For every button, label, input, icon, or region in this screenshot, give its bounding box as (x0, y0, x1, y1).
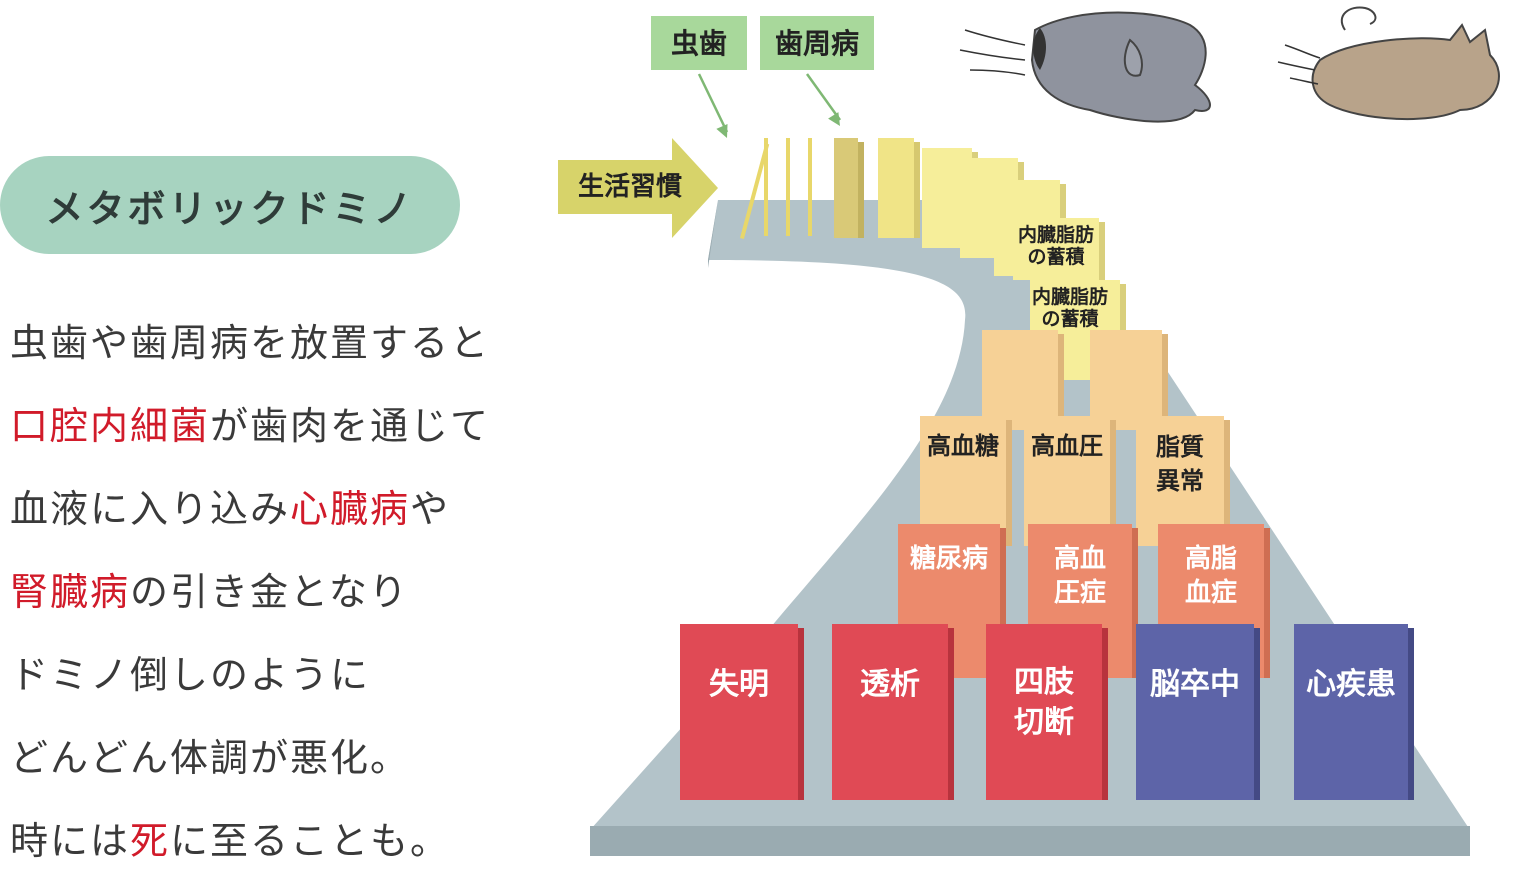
problem-label: 歯周病 (775, 27, 859, 60)
paragraph-text: に至ることも。 (170, 819, 451, 863)
falling-domino (740, 143, 770, 240)
final-domino (832, 624, 954, 800)
lifestyle-domino-side (1224, 420, 1230, 546)
domino-tile-face (1090, 330, 1162, 430)
problem-label-box: 歯周病 (760, 16, 874, 126)
visceral-fat-domino-side (1099, 222, 1105, 280)
final-domino-side (948, 628, 954, 800)
path-base (590, 826, 1470, 856)
paragraph-text: や (410, 487, 451, 531)
problem-label-bg (760, 16, 874, 70)
final-domino (680, 624, 804, 800)
visceral-fat-domino (1013, 218, 1105, 280)
path-top-edge (708, 200, 718, 268)
disease-label: 高脂血症 (1185, 543, 1237, 608)
title-pill-text: メタボリックドミノ (45, 186, 415, 231)
domino-tile-side (858, 142, 864, 238)
problem-label-bg (651, 16, 747, 70)
explanation-paragraph: 虫歯や歯周病を放置すると口腔内細菌が歯肉を通じて血液に入り込み心臓病や腎臓病の引… (10, 302, 570, 883)
metabolic-domino-diagram: 内臓脂肪の蓄積内臓脂肪の蓄積高血糖高血圧脂質異常糖尿病高血圧症高脂血症失明透析四… (558, 6, 1500, 856)
running-cat-illustration (1277, 6, 1500, 121)
final-domino-face (1294, 624, 1408, 800)
start-arrow-shape (558, 138, 718, 238)
problem-label: 虫歯 (671, 27, 727, 60)
lifestyle-domino-side (1110, 420, 1116, 546)
domino-tile (878, 138, 920, 238)
paragraph-line: 虫歯や歯周病を放置すると (10, 302, 570, 385)
paragraph-line: 時には死に至ることも。 (10, 800, 570, 883)
disease-domino-side (1000, 528, 1006, 678)
paragraph-line: 血液に入り込み心臓病や (10, 468, 570, 551)
falling-domino (808, 138, 812, 236)
final-domino-side (1254, 628, 1260, 800)
pointer-arrow-head (716, 124, 728, 138)
paragraph-text: 血液に入り込み (10, 487, 291, 531)
lifestyle-label: 高血圧 (1031, 432, 1103, 460)
final-domino-side (1102, 628, 1108, 800)
domino-tile-face (834, 138, 858, 238)
visceral-fat-label: 内臓脂肪の蓄積 (1018, 223, 1094, 268)
highlighted-term: 腎臓病 (10, 570, 131, 614)
final-label: 透析 (860, 667, 920, 702)
paragraph-line: 口腔内細菌が歯肉を通じて (10, 385, 570, 468)
pointer-arrow-head (828, 112, 840, 126)
lifestyle-domino-side (1006, 420, 1012, 546)
lifestyle-label: 高血糖 (927, 432, 999, 460)
pointer-arrow (697, 73, 729, 133)
pointer-arrow (805, 73, 842, 121)
highlighted-term: 死 (130, 819, 171, 863)
start-arrow-label: 生活習慣 (578, 172, 682, 202)
paragraph-line: ドミノ倒しのように (10, 634, 570, 717)
disease-domino-side (1264, 528, 1270, 678)
falling-domino (764, 138, 768, 236)
final-domino (986, 624, 1108, 800)
falling-domino (786, 138, 790, 236)
lifestyle-start-arrow: 生活習慣 (558, 138, 718, 238)
disease-domino-side (1132, 528, 1138, 678)
final-domino (1136, 624, 1260, 800)
final-domino-side (798, 628, 804, 800)
disease-label: 糖尿病 (910, 543, 988, 574)
final-label: 脳卒中 (1150, 667, 1240, 702)
paragraph-text: 虫歯や歯周病を放置すると (10, 321, 491, 365)
domino-tile-side (914, 142, 920, 238)
final-domino-face (832, 624, 948, 800)
domino-tile (1090, 330, 1168, 430)
paragraph-text: ドミノ倒しのように (10, 653, 371, 697)
final-label: 心疾患 (1306, 667, 1396, 702)
paragraph-line: どんどん体調が悪化。 (10, 717, 570, 800)
domino-tile (834, 138, 864, 238)
final-domino-face (986, 624, 1102, 800)
domino-tile-side (1058, 334, 1064, 430)
final-domino (1294, 624, 1414, 800)
visceral-fat-domino-face (1013, 218, 1099, 280)
final-label: 失明 (709, 667, 769, 702)
final-domino-face (1136, 624, 1254, 800)
title-pill: メタボリックドミノ (0, 156, 460, 254)
running-dog-illustration (959, 11, 1211, 123)
visceral-fat-label: 内臓脂肪の蓄積 (1032, 285, 1108, 330)
highlighted-term: 口腔内細菌 (10, 404, 211, 448)
paragraph-text: が歯肉を通じて (210, 404, 491, 448)
final-domino-side (1408, 628, 1414, 800)
final-domino-face (680, 624, 798, 800)
paragraph-text: の引き金となり (130, 570, 409, 614)
domino-tile (982, 330, 1064, 430)
problem-label-box: 虫歯 (651, 16, 747, 138)
paragraph-line: 腎臓病の引き金となり (10, 551, 570, 634)
domino-tile-face (878, 138, 914, 238)
paragraph-text: 時には (10, 819, 131, 863)
final-label: 四肢切断 (1014, 665, 1075, 740)
lifestyle-label: 脂質異常 (1156, 433, 1204, 495)
highlighted-term: 心臓病 (290, 487, 411, 531)
domino-tile-side (1162, 334, 1168, 430)
domino-tile-face (982, 330, 1058, 430)
paragraph-text: どんどん体調が悪化。 (10, 736, 411, 780)
disease-label: 高血圧症 (1054, 543, 1106, 608)
